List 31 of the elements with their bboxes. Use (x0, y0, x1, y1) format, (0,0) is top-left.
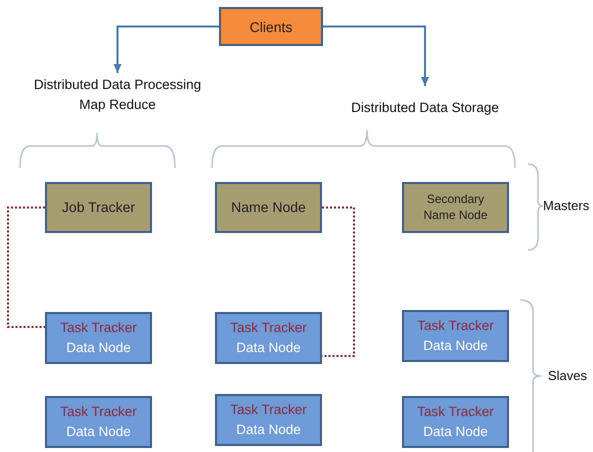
arrow (323, 26, 429, 86)
dotted-connector (7, 206, 45, 328)
node-label: Task Tracker (230, 318, 307, 337)
slave-node-box (45, 396, 152, 448)
slave-node-box (215, 312, 322, 364)
node-label: Data Node (66, 339, 131, 357)
client-box: Clients (219, 7, 323, 46)
node-label: Task Tracker (230, 400, 307, 419)
node-label: Task Tracker (417, 316, 494, 335)
dotted-connector (322, 206, 355, 357)
node-label: Data Node (423, 423, 488, 441)
slave-node-box (215, 394, 322, 446)
slave-node-box (45, 312, 152, 364)
node-label: Data Node (236, 421, 301, 439)
group-label: Masters (543, 198, 590, 213)
slave-node-box (402, 396, 509, 448)
node-label: Task Tracker (60, 402, 137, 421)
heading-text: Distributed Data Processing (34, 76, 202, 94)
master-node-box: Secondary Name Node (402, 182, 509, 233)
node-label: Data Node (66, 423, 131, 441)
master-node-box: Name Node (215, 182, 322, 233)
node-label: Data Node (236, 339, 301, 357)
group-label: Slaves (548, 368, 588, 383)
subheading-text: Map Reduce (79, 96, 156, 114)
node-label: Data Node (423, 337, 488, 355)
heading-text: Distributed Data Storage (351, 98, 499, 117)
master-node-box: Job Tracker (45, 182, 152, 233)
arrow (114, 26, 219, 73)
slave-node-box (402, 310, 509, 362)
node-label: Task Tracker (417, 402, 494, 421)
node-label: Task Tracker (60, 318, 137, 337)
